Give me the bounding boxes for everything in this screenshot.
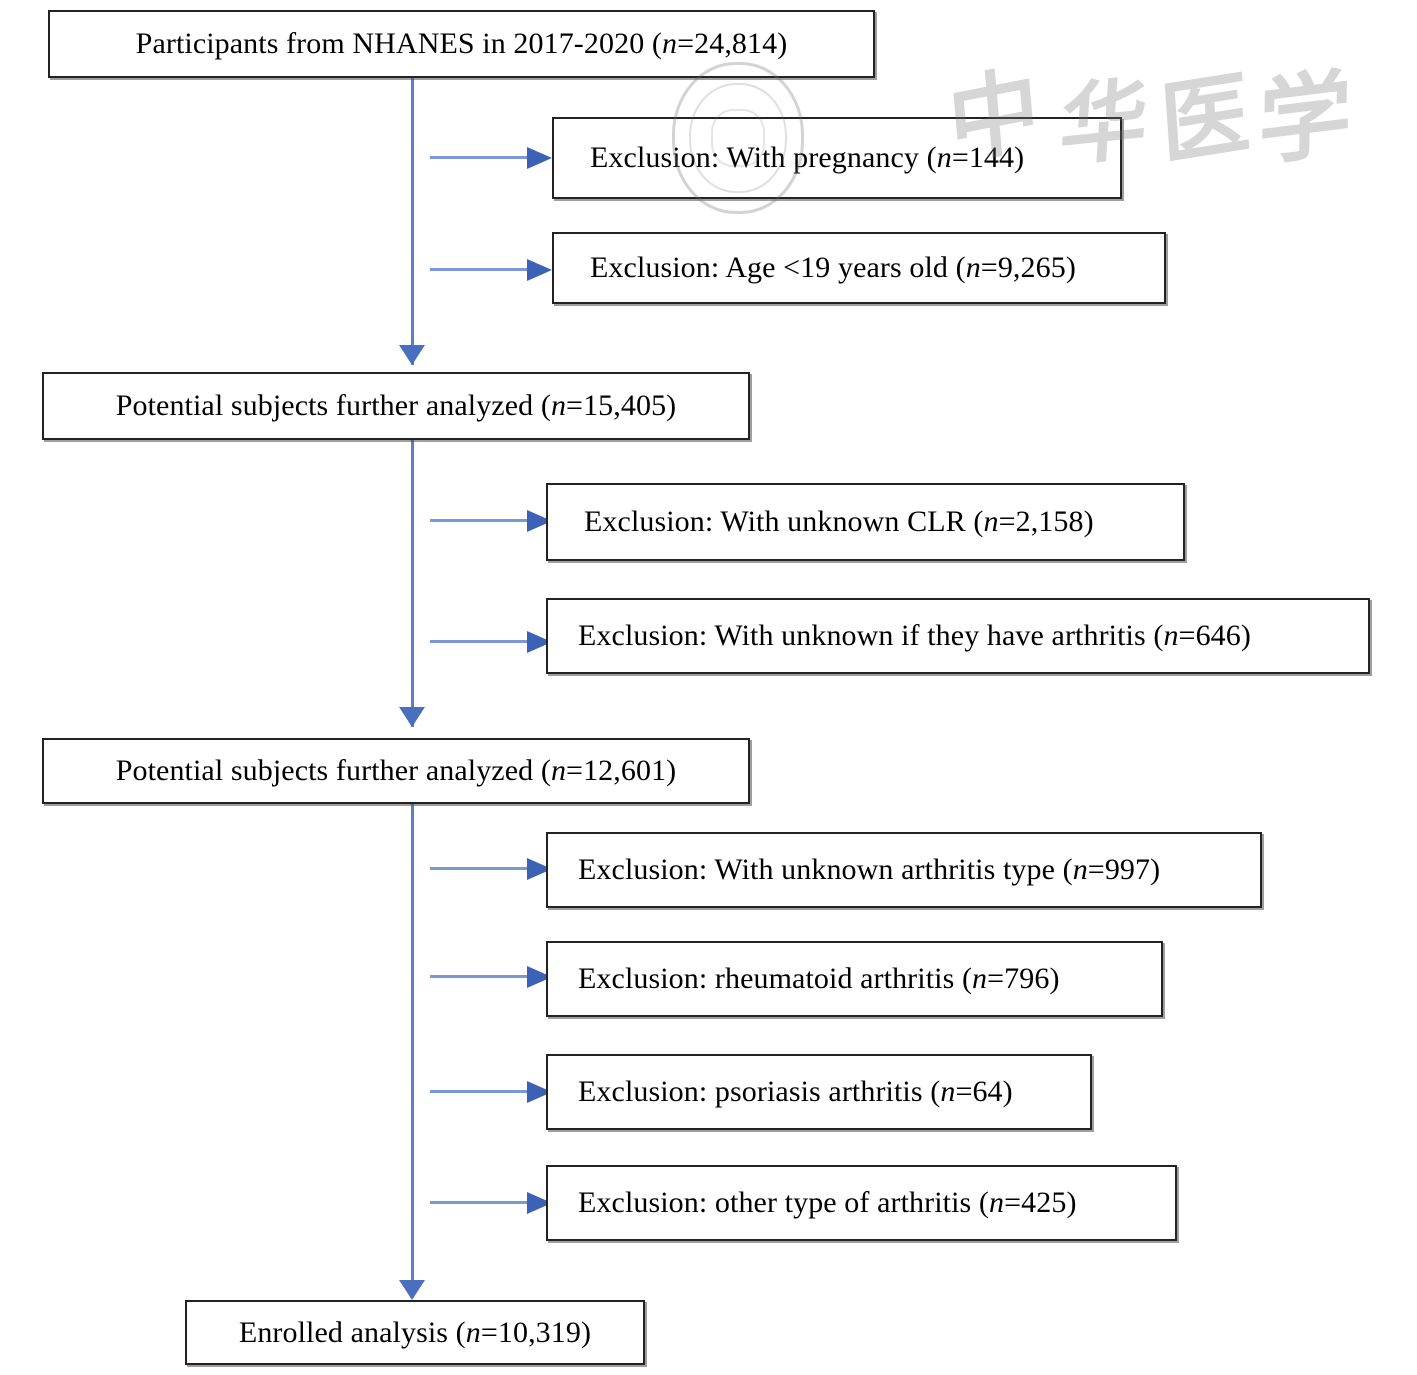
node-stage2-label: Potential subjects further analyzed (n=1… — [115, 754, 677, 787]
connector-branch-unknown-type — [430, 858, 552, 880]
connector-branch-pregnancy — [430, 147, 552, 169]
node-enrolled-analysis[interactable]: Enrolled analysis (n=10,319) — [185, 1300, 645, 1365]
node-source-participants-label: Participants from NHANES in 2017-2020 (n… — [135, 27, 788, 60]
connector-trunk-2 — [411, 440, 414, 727]
node-source-participants[interactable]: Participants from NHANES in 2017-2020 (n… — [48, 10, 875, 78]
node-exclusion-age[interactable]: Exclusion: Age <19 years old (n=9,265) — [552, 232, 1166, 304]
connector-branch-age — [430, 259, 552, 281]
node-exclusion-unknown-clr[interactable]: Exclusion: With unknown CLR (n=2,158) — [546, 483, 1185, 561]
connector-arrowhead-1 — [399, 345, 425, 365]
node-exclusion-other-type-label: Exclusion: other type of arthritis (n=42… — [578, 1186, 1077, 1219]
node-exclusion-pregnancy[interactable]: Exclusion: With pregnancy (n=144) — [552, 117, 1122, 199]
connector-branch-psoriasis — [430, 1081, 552, 1103]
connector-branch-rheumatoid — [430, 966, 552, 988]
node-stage2-potential-subjects[interactable]: Potential subjects further analyzed (n=1… — [42, 738, 750, 804]
node-enrolled-analysis-label: Enrolled analysis (n=10,319) — [238, 1315, 592, 1349]
node-exclusion-psoriasis[interactable]: Exclusion: psoriasis arthritis (n=64) — [546, 1054, 1092, 1130]
node-exclusion-age-label: Exclusion: Age <19 years old (n=9,265) — [590, 251, 1076, 284]
connector-trunk-3 — [411, 802, 414, 1298]
watermark-character-3: 医 — [1156, 58, 1254, 180]
connector-trunk-1 — [411, 78, 414, 365]
node-exclusion-unknown-arthritis-type[interactable]: Exclusion: With unknown arthritis type (… — [546, 832, 1262, 908]
node-exclusion-psoriasis-label: Exclusion: psoriasis arthritis (n=64) — [578, 1075, 1013, 1108]
connector-branch-clr — [430, 510, 552, 532]
connector-arrowhead-2 — [399, 707, 425, 727]
node-stage1-potential-subjects[interactable]: Potential subjects further analyzed (n=1… — [42, 372, 750, 440]
node-exclusion-pregnancy-label: Exclusion: With pregnancy (n=144) — [590, 141, 1025, 174]
node-stage1-label: Potential subjects further analyzed (n=1… — [115, 389, 677, 422]
node-exclusion-unknown-arthritis-type-label: Exclusion: With unknown arthritis type (… — [578, 853, 1161, 886]
connector-branch-other — [430, 1192, 552, 1214]
watermark-character-4: 学 — [1257, 57, 1353, 181]
node-exclusion-rheumatoid-label: Exclusion: rheumatoid arthritis (n=796) — [578, 962, 1060, 995]
node-exclusion-unknown-arthritis-label: Exclusion: With unknown if they have art… — [578, 619, 1251, 652]
node-exclusion-unknown-arthritis[interactable]: Exclusion: With unknown if they have art… — [546, 598, 1370, 674]
node-exclusion-rheumatoid[interactable]: Exclusion: rheumatoid arthritis (n=796) — [546, 941, 1163, 1017]
node-exclusion-other-type[interactable]: Exclusion: other type of arthritis (n=42… — [546, 1165, 1177, 1241]
node-exclusion-unknown-clr-label: Exclusion: With unknown CLR (n=2,158) — [584, 505, 1094, 538]
connector-branch-unknown-arthritis — [430, 631, 552, 653]
connector-arrowhead-3 — [399, 1280, 425, 1300]
